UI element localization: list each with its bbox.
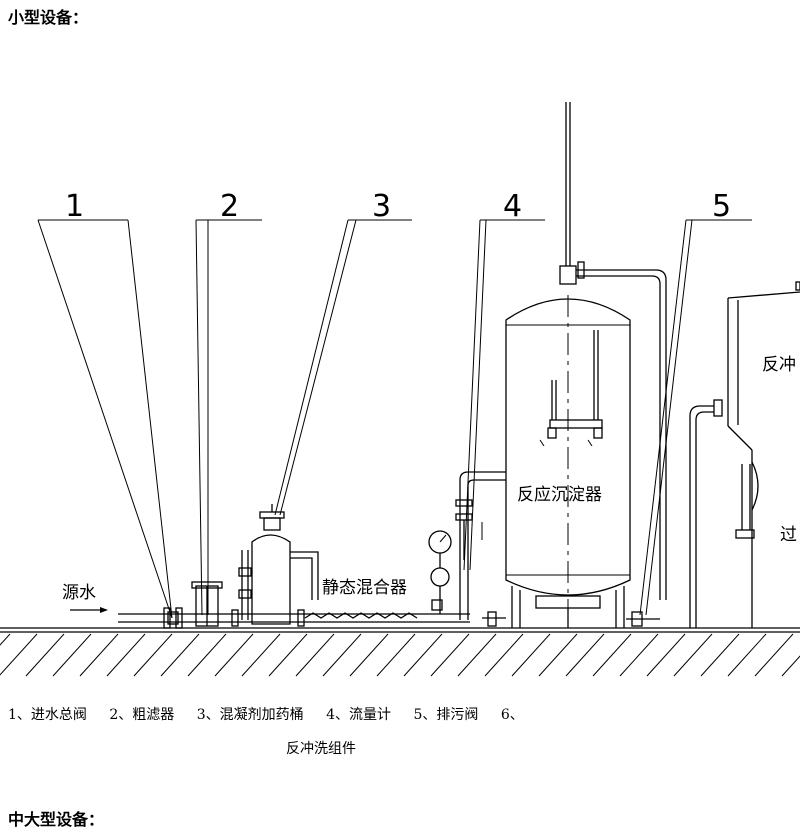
static-mixer: 静态混合器 [304,578,418,619]
legend: 1、进水总阀 2、粗滤器 3、混凝剂加药桶 4、流量计 5、排污阀 6、 反冲洗… [8,705,542,759]
drain-valve [626,611,660,627]
reaction-tank-label: 反应沉淀器 [517,485,602,505]
inlet-arrow [70,607,108,613]
reaction-sedimentation-tank: 反应沉淀器 [482,102,667,628]
coarse-filter [191,581,239,627]
legend-item-1: 1、进水总阀 [8,707,87,723]
backwash-unit: 反冲 过 [689,281,800,628]
main-inlet-valve [163,607,183,629]
ground [0,627,800,677]
callout-2: 2 [195,189,262,616]
legend-item-5: 5、排污阀 [413,707,479,723]
callout-number-3: 3 [372,189,391,224]
title-medium-large-equipment: 中大型设备： [8,810,105,829]
callout-number-5: 5 [712,189,731,224]
legend-item-2: 2、粗滤器 [109,707,175,723]
filter-partial-label: 过 [780,525,797,545]
legend-item-3: 3、混凝剂加药桶 [196,707,304,723]
callout-1: 1 [37,189,173,619]
callout-number-4: 4 [503,189,522,224]
backwash-partial-label: 反冲 [762,355,796,375]
callout-number-1: 1 [65,189,84,224]
legend-item-6: 6、 [500,707,524,723]
static-mixer-label: 静态混合器 [322,578,407,598]
coagulant-dosing-tank [238,504,319,627]
legend-item-4: 4、流量计 [326,707,392,723]
callout-3: 3 [274,189,412,516]
callout-5: 5 [639,189,752,616]
water-treatment-diagram: 1 2 3 4 5 源水 [0,102,800,677]
source-water-label: 源水 [62,583,96,603]
legend-continuation: 反冲洗组件 [286,741,356,757]
callout-number-2: 2 [220,189,239,224]
flow-meter [428,471,506,620]
title-small-equipment: 小型设备： [8,8,89,27]
callout-4: 4 [463,189,545,571]
